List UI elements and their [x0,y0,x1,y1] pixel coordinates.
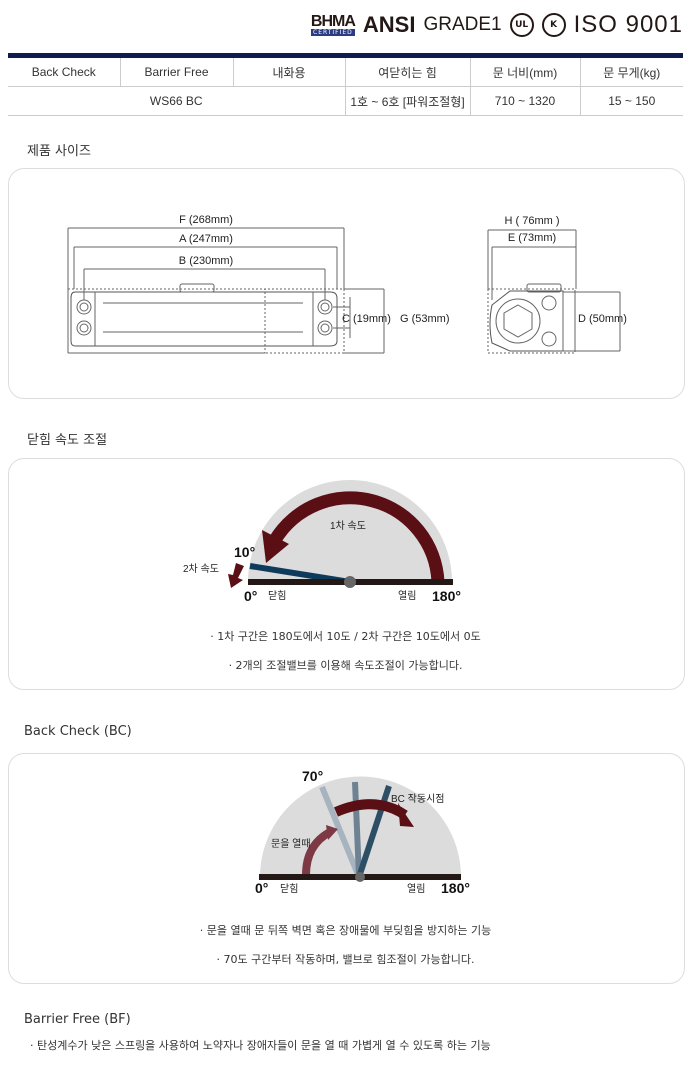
dim-c-label: C (19mm) [342,313,391,325]
header-cell: Barrier Free [119,58,233,87]
ul-logo-icon: UL [509,13,534,37]
first-speed-arrow [269,491,445,583]
dim-g-label: G (53mm) [400,313,450,325]
dim-f-label: F (268mm) [179,214,233,226]
closer-front-view [67,227,385,354]
header-cell: Back Check [8,58,120,87]
first-speed-label: 1차 속도 [330,520,366,532]
bc-arrowhead-icon [398,803,414,827]
table-row: WS66 BC 1호 ~ 6호 [파워조절형] 710 ~ 1320 15 ~ … [8,86,683,116]
certification-logos: BHMA CERTIFIED ANSI GRADE1 UL K ISO 9001 [311,8,683,42]
bhma-text: BHMA [310,13,356,30]
second-speed-label: 2차 속도 [183,563,219,575]
section-title-barrier-free: Barrier Free (BF) [24,1012,131,1027]
kc-logo-icon: K [541,13,566,37]
header-cell: 내화용 [232,58,345,87]
speed-note: · 1차 구간은 180도에서 10도 / 2차 구간은 10도에서 0도 [210,630,481,643]
when-open-label: 문을 열때 [271,838,311,850]
model-cell: WS66 BC [8,86,345,116]
dim-d-label: D (50mm) [578,313,627,325]
iso-logo: ISO 9001 [573,11,683,38]
hinge-dot [344,576,356,588]
width-cell: 710 ~ 1320 [469,86,580,116]
dim-b-label: B (230mm) [179,255,233,267]
header-cell: 여닫히는 힘 [344,58,470,87]
bhma-logo: BHMA CERTIFIED [310,13,356,36]
dim-h-label: H ( 76mm ) [505,215,560,227]
bc-hinge-dot [355,872,365,882]
open-arrowhead-icon [326,825,338,840]
barrier-free-text: · 탄성계수가 낮은 스프링을 사용하여 노약자나 장애자들이 문을 열 때 가… [30,1039,491,1052]
force-cell: 1호 ~ 6호 [파워조절형] [344,86,470,116]
bc-angle-0-label: 0° [255,880,268,896]
back-check-diagram [259,776,461,882]
second-speed-arrow-icon [228,563,244,588]
dim-e-label: E (73mm) [508,232,556,244]
angle-0-label: 0° [244,588,257,604]
angle-70-label: 70° [302,768,323,784]
table-top-bar [8,53,683,58]
table-header-row: Back Check Barrier Free 내화용 여닫히는 힘 문 너비(… [8,58,683,87]
closer-side-view [487,229,621,354]
size-box [8,168,685,399]
speed-note: · 2개의 조절밸브를 이용해 속도조절이 가능합니다. [228,659,463,672]
open-label: 열림 [398,590,416,602]
header-cell: 문 너비(mm) [469,58,580,87]
bc-start-label: BC 작동시점 [391,793,444,805]
arrowhead-icon [262,530,289,563]
header-cell: 문 무게(kg) [579,58,683,87]
weight-cell: 15 ~ 150 [579,86,683,116]
ansi-logo: ANSI [362,12,416,37]
spec-table: Back Check Barrier Free 내화용 여닫히는 힘 문 너비(… [8,58,683,116]
dim-a-label: A (247mm) [179,233,233,245]
closed-label: 닫힘 [268,590,286,602]
bc-open-label: 열림 [407,883,425,895]
closing-speed-diagram [228,480,453,588]
grade-text: GRADE1 [423,14,502,35]
bc-closed-label: 닫힘 [280,883,298,895]
bc-note: · 70도 구간부터 작동하며, 밸브로 힘조절이 가능합니다. [216,953,475,966]
bc-angle-180-label: 180° [441,880,470,896]
angle-10-label: 10° [234,544,255,560]
section-title-backcheck: Back Check (BC) [24,724,132,739]
bc-note: · 문을 열때 문 뒤쪽 벽면 혹은 장애물에 부딪힘을 방지하는 기능 [199,924,492,937]
section-title-speed: 닫힘 속도 조절 [27,433,108,448]
section-title-size: 제품 사이즈 [27,144,91,159]
angle-180-label: 180° [432,588,461,604]
bhma-certified-text: CERTIFIED [311,29,355,36]
